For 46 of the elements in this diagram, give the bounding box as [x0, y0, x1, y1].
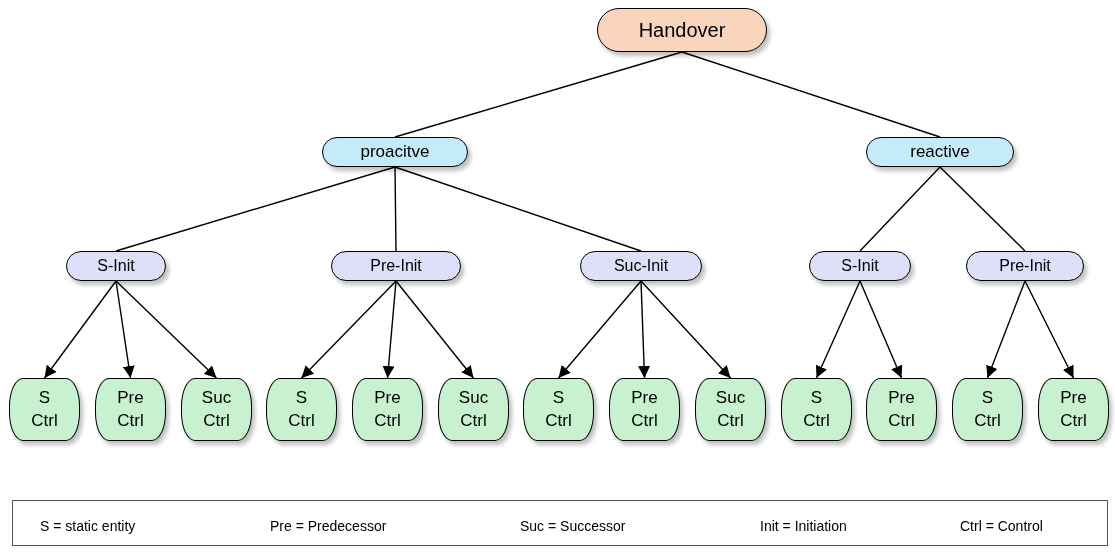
arrow	[115, 280, 135, 379]
arrow	[43, 280, 117, 379]
control-node: Pre Ctrl	[1038, 378, 1109, 441]
connector-line	[681, 51, 941, 138]
initiation-node: Pre-Init	[966, 251, 1084, 281]
control-node: S Ctrl	[266, 378, 337, 441]
control-node: S Ctrl	[523, 378, 594, 441]
category-node: proacitve	[322, 137, 468, 167]
arrow	[395, 280, 475, 379]
control-node: S Ctrl	[952, 378, 1023, 441]
abbreviation-note: Suc = Successor	[520, 518, 626, 534]
root-node: Handover	[597, 8, 767, 52]
arrow	[115, 280, 218, 379]
arrow	[986, 280, 1026, 379]
initiation-node: Suc-Init	[580, 251, 702, 281]
abbreviation-note: Pre = Predecessor	[270, 518, 387, 534]
connector-line	[394, 51, 683, 138]
arrow	[859, 280, 903, 379]
control-node: Suc Ctrl	[695, 378, 766, 441]
category-node: reactive	[866, 137, 1014, 167]
initiation-node: S-Init	[66, 251, 166, 281]
arrow	[638, 280, 651, 379]
connector-line	[394, 166, 642, 252]
abbreviation-note: S = static entity	[40, 518, 136, 534]
connector-line	[394, 166, 397, 252]
arrow	[557, 280, 642, 379]
control-node: S Ctrl	[781, 378, 852, 441]
control-node: Pre Ctrl	[95, 378, 166, 441]
initiation-node: Pre-Init	[331, 251, 461, 281]
arrow	[300, 280, 397, 379]
initiation-node: S-Init	[809, 251, 911, 281]
control-node: Pre Ctrl	[866, 378, 937, 441]
abbreviation-note: Ctrl = Control	[960, 518, 1043, 534]
control-node: Suc Ctrl	[181, 378, 252, 441]
connector-line	[939, 166, 1026, 252]
control-node: Pre Ctrl	[609, 378, 680, 441]
arrow	[640, 280, 732, 379]
connector-line	[115, 166, 396, 252]
abbreviation-note: Init = Initiation	[760, 518, 847, 534]
arrow	[382, 280, 397, 379]
arrow	[815, 280, 861, 379]
connector-line	[859, 166, 941, 252]
arrow	[1024, 280, 1075, 379]
control-node: Pre Ctrl	[352, 378, 423, 441]
control-node: S Ctrl	[9, 378, 80, 441]
control-node: Suc Ctrl	[438, 378, 509, 441]
